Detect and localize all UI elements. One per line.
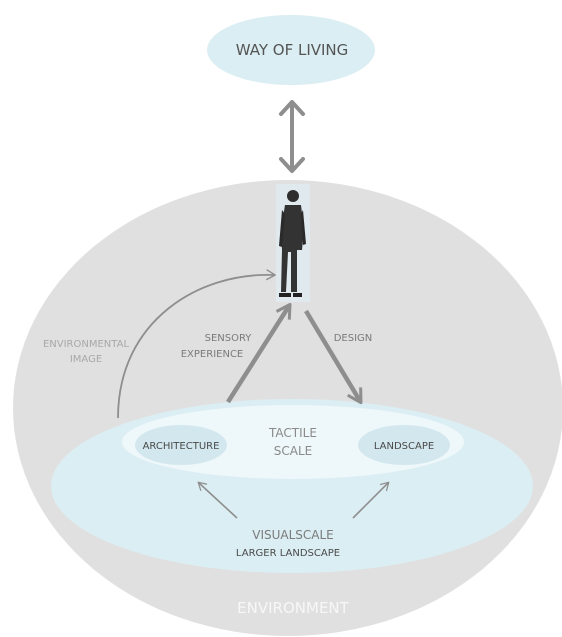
landscape-label: LANDSCAPE — [374, 441, 434, 452]
sensory-experience-label-1: SENSORY — [205, 333, 253, 344]
visual-arrow-right — [352, 481, 390, 519]
way-of-living-ellipse — [207, 15, 375, 85]
landscape-small-ellipse — [358, 425, 450, 465]
architecture-ellipse — [135, 425, 227, 465]
sensory-experience-label-2: EXPERIENCE — [181, 349, 244, 360]
environmental-image-arrow — [117, 269, 276, 419]
environmental-image-label-2: IMAGE — [70, 354, 102, 365]
environmental-image-label-1: ENVIRONMENTAL — [43, 339, 129, 350]
double-arrow-icon — [279, 100, 305, 173]
visual-arrow-left — [197, 481, 238, 519]
architecture-label: ARCHITECTURE — [143, 441, 220, 452]
tactile-scale-label-2: SCALE — [274, 444, 312, 458]
way-of-living-label: WAY OF LIVING — [236, 41, 349, 59]
design-label: DESIGN — [334, 333, 373, 344]
environment-label: ENVIRONMENT — [237, 599, 349, 617]
larger-landscape-label: LARGER LANDSCAPE — [236, 548, 340, 559]
sensory-experience-arrow — [226, 302, 292, 404]
person-figure-icon — [276, 184, 310, 302]
tactile-scale-label-1: TACTILE — [268, 426, 317, 440]
visual-scale-label: VISUALSCALE — [252, 528, 334, 542]
design-arrow — [304, 309, 363, 405]
